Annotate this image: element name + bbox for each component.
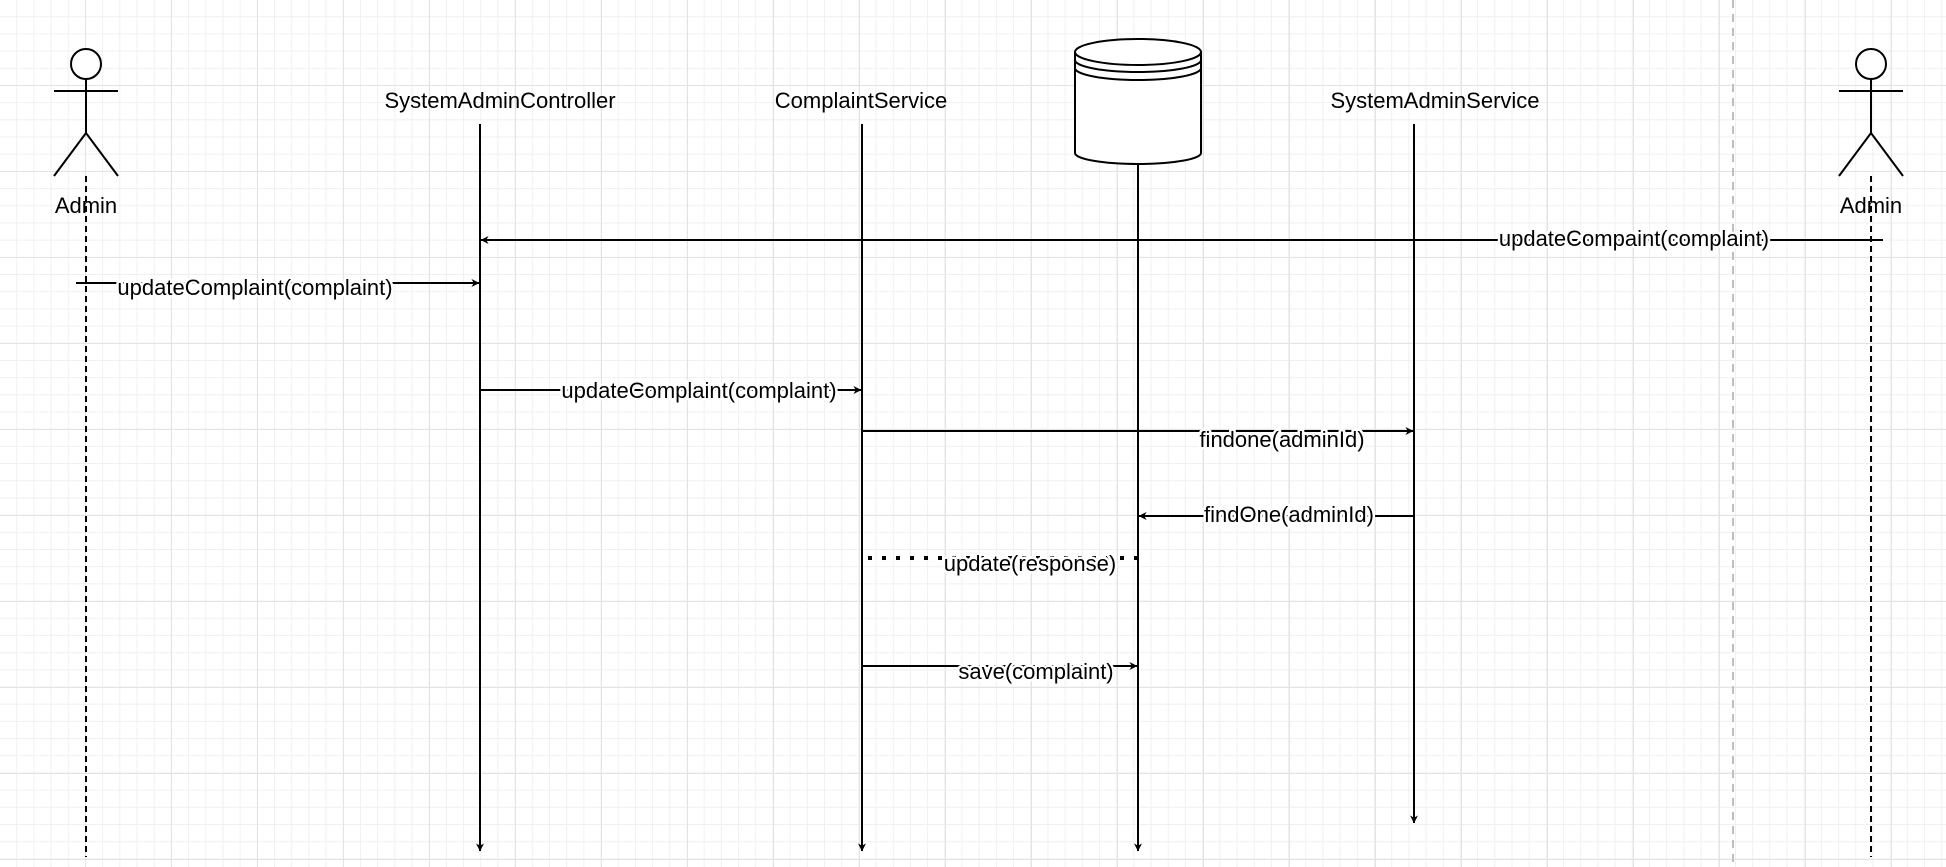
message-label: updateComplaint(complaint) bbox=[561, 378, 836, 403]
message-findone-admin-id[interactable]: findone(adminId) bbox=[862, 425, 1414, 455]
actor-admin-right[interactable]: Admin bbox=[1838, 48, 1904, 218]
message-update-compaint[interactable]: updateCompaint(complaint) bbox=[480, 224, 1883, 254]
participant-complaint-service[interactable]: ComplaintService bbox=[775, 88, 947, 113]
message-label: findone(adminId) bbox=[1199, 427, 1364, 452]
actor-icon bbox=[1838, 48, 1904, 177]
message-save-complaint[interactable]: save(complaint) bbox=[862, 657, 1138, 687]
message-update-complaint-controller[interactable]: updateComplaint(complaint) bbox=[480, 376, 862, 406]
message-find-one-admin-id[interactable]: findOne(adminId) bbox=[1138, 500, 1414, 530]
message-label: updateComplaint(complaint) bbox=[117, 275, 392, 300]
actor-icon bbox=[53, 48, 119, 177]
message-label: save(complaint) bbox=[958, 659, 1113, 684]
message-update-response[interactable]: update(response) bbox=[862, 549, 1138, 579]
actor-admin-left[interactable]: Admin bbox=[53, 48, 119, 218]
participant-system-admin-service[interactable]: SystemAdminService bbox=[1330, 88, 1539, 113]
participant-system-admin-controller[interactable]: SystemAdminController bbox=[384, 88, 615, 113]
message-label: findOne(adminId) bbox=[1204, 502, 1374, 527]
database-icon[interactable] bbox=[1074, 38, 1202, 165]
message-label: update(response) bbox=[944, 551, 1116, 576]
message-update-complaint-admin[interactable]: updateComplaint(complaint) bbox=[76, 273, 480, 303]
message-label: updateCompaint(complaint) bbox=[1499, 226, 1769, 251]
